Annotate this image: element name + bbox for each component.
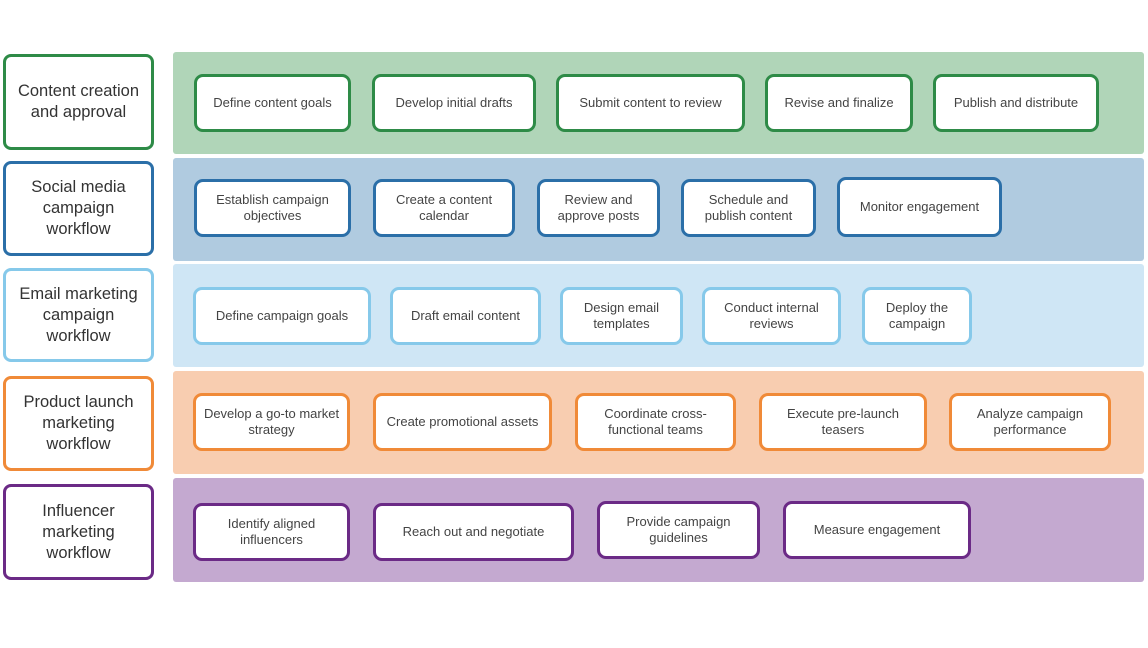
lane-label-product-launch-marketing-workflow: Product launch marketing workflow bbox=[3, 376, 154, 471]
step-box: Submit content to review bbox=[556, 74, 745, 132]
lane-label-influencer-marketing-workflow: Influencer marketing workflow bbox=[3, 484, 154, 580]
step-box: Schedule and publish content bbox=[681, 179, 816, 237]
step-box: Measure engagement bbox=[783, 501, 971, 559]
step-box: Define content goals bbox=[194, 74, 351, 132]
step-box: Analyze campaign performance bbox=[949, 393, 1111, 451]
step-box: Deploy the campaign bbox=[862, 287, 972, 345]
step-box: Establish campaign objectives bbox=[194, 179, 351, 237]
step-box: Revise and finalize bbox=[765, 74, 913, 132]
lane-label-social-media-campaign-workflow: Social media campaign workflow bbox=[3, 161, 154, 256]
step-box: Design email templates bbox=[560, 287, 683, 345]
step-box: Develop initial drafts bbox=[372, 74, 536, 132]
step-box: Coordinate cross-functional teams bbox=[575, 393, 736, 451]
step-box: Review and approve posts bbox=[537, 179, 660, 237]
step-box: Reach out and negotiate bbox=[373, 503, 574, 561]
step-box: Identify aligned influencers bbox=[193, 503, 350, 561]
step-box: Provide campaign guidelines bbox=[597, 501, 760, 559]
lane-label-content-creation-and-approval: Content creation and approval bbox=[3, 54, 154, 150]
step-box: Monitor engagement bbox=[837, 177, 1002, 237]
step-box: Execute pre-launch teasers bbox=[759, 393, 927, 451]
step-box: Create promotional assets bbox=[373, 393, 552, 451]
step-box: Draft email content bbox=[390, 287, 541, 345]
lane-label-email-marketing-campaign-workflow: Email marketing campaign workflow bbox=[3, 268, 154, 362]
step-box: Create a content calendar bbox=[373, 179, 515, 237]
step-box: Develop a go-to market strategy bbox=[193, 393, 350, 451]
step-box: Publish and distribute bbox=[933, 74, 1099, 132]
step-box: Define campaign goals bbox=[193, 287, 371, 345]
step-box: Conduct internal reviews bbox=[702, 287, 841, 345]
